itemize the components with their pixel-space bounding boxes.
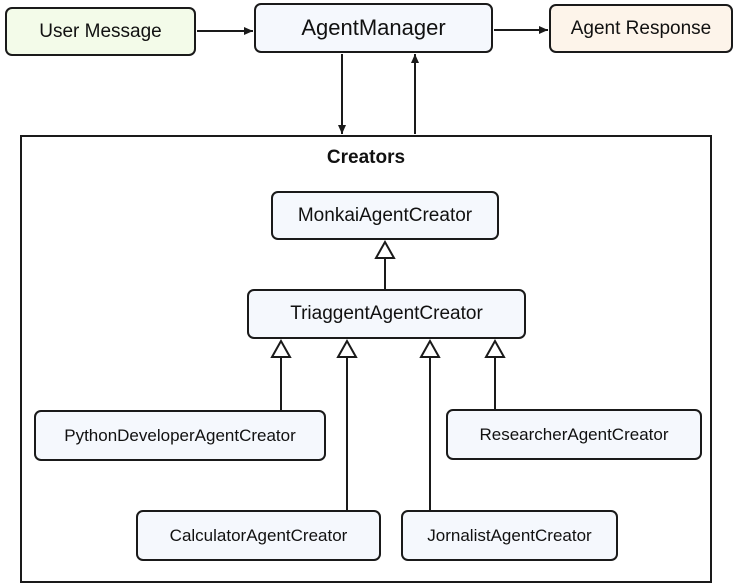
inherit-arrowhead-python (270, 338, 292, 358)
python-developer-agent-creator-node: PythonDeveloperAgentCreator (34, 410, 326, 461)
triaggent-agent-creator-node: TriaggentAgentCreator (247, 289, 526, 339)
triaggent-agent-creator-label: TriaggentAgentCreator (290, 303, 483, 324)
researcher-agent-creator-label: ResearcherAgentCreator (479, 424, 669, 444)
agent-response-label: Agent Response (570, 17, 712, 39)
agent-manager-label: AgentManager (301, 15, 446, 40)
agent-response-node: Agent Response (549, 4, 733, 53)
user-message-label: User Message (39, 20, 162, 42)
inherit-arrowhead-researcher (484, 338, 506, 358)
researcher-agent-creator-node: ResearcherAgentCreator (446, 409, 702, 460)
user-message-node: User Message (5, 7, 196, 56)
inherit-arrowhead-calculator (336, 338, 358, 358)
jornalist-agent-creator-node: JornalistAgentCreator (401, 510, 618, 561)
calculator-agent-creator-node: CalculatorAgentCreator (136, 510, 381, 561)
calculator-agent-creator-label: CalculatorAgentCreator (169, 525, 348, 545)
inherit-arrowhead-jornalist (419, 338, 441, 358)
jornalist-agent-creator-label: JornalistAgentCreator (427, 525, 592, 545)
monkai-agent-creator-label: MonkaiAgentCreator (297, 204, 473, 226)
agent-manager-node: AgentManager (254, 3, 493, 53)
monkai-agent-creator-node: MonkaiAgentCreator (271, 191, 499, 240)
creators-title: Creators (326, 147, 406, 168)
creators-container (20, 135, 712, 583)
python-developer-agent-creator-label: PythonDeveloperAgentCreator (64, 425, 296, 445)
inherit-arrowhead-triaggent (374, 239, 396, 259)
